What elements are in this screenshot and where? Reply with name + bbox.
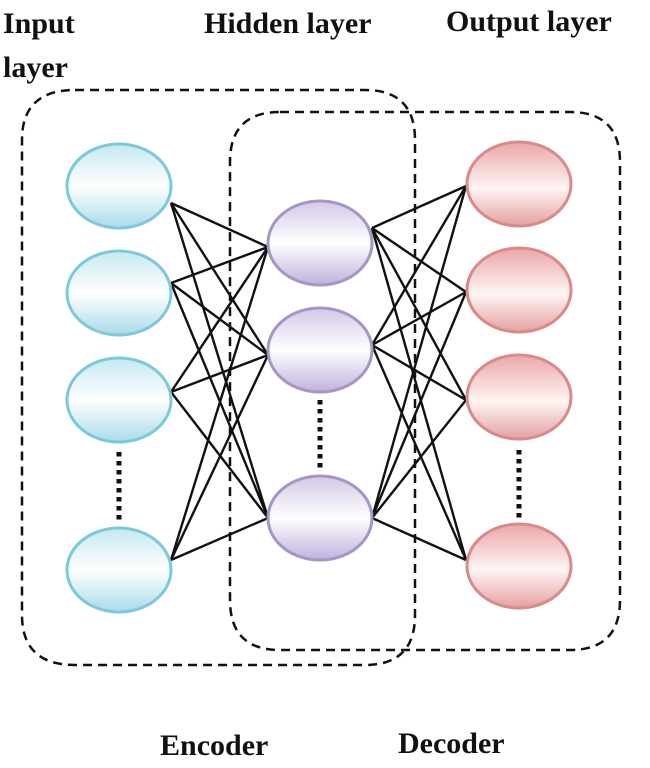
decoder-edge bbox=[371, 184, 467, 230]
decoder-group-border bbox=[228, 110, 622, 652]
connections bbox=[169, 184, 468, 562]
encoder-edge bbox=[170, 516, 269, 562]
encoder-edge bbox=[170, 201, 269, 249]
decoder-label: Decoder bbox=[398, 727, 505, 760]
encoder-label: Encoder bbox=[160, 729, 269, 762]
hidden-node bbox=[266, 199, 374, 287]
input-node bbox=[65, 249, 173, 337]
input-node bbox=[65, 142, 173, 230]
encoder-edge bbox=[170, 246, 269, 393]
output-node bbox=[465, 522, 573, 610]
output-node bbox=[465, 246, 573, 334]
decoder-edge bbox=[371, 290, 467, 347]
output-layer-label: Output layer bbox=[446, 5, 612, 38]
encoder-edge bbox=[169, 202, 270, 519]
encoder-edge bbox=[170, 353, 269, 394]
decoder-edge bbox=[371, 516, 467, 562]
decoder-edge bbox=[370, 291, 468, 519]
decoder-edge bbox=[371, 343, 467, 402]
decoder-edge bbox=[370, 227, 468, 561]
decoder-edge bbox=[370, 185, 468, 519]
output-node bbox=[465, 353, 573, 441]
decoder-edge bbox=[371, 399, 467, 519]
input-node bbox=[65, 526, 173, 614]
input-node bbox=[65, 356, 173, 444]
decoder-edge bbox=[370, 227, 468, 401]
hidden-node bbox=[266, 474, 374, 562]
decoder-edge bbox=[371, 227, 467, 293]
encoder-edge bbox=[169, 246, 270, 561]
input-layer-label: Input layer bbox=[3, 7, 75, 84]
decoder-edge bbox=[370, 185, 468, 346]
encoder-edge bbox=[169, 354, 270, 561]
encoder-edge bbox=[170, 245, 269, 285]
hidden-node bbox=[266, 306, 374, 394]
decoder-edge bbox=[370, 344, 468, 561]
hidden-layer-label: Hidden layer bbox=[204, 7, 372, 40]
output-node bbox=[465, 140, 573, 228]
encoder-edge bbox=[169, 202, 270, 356]
